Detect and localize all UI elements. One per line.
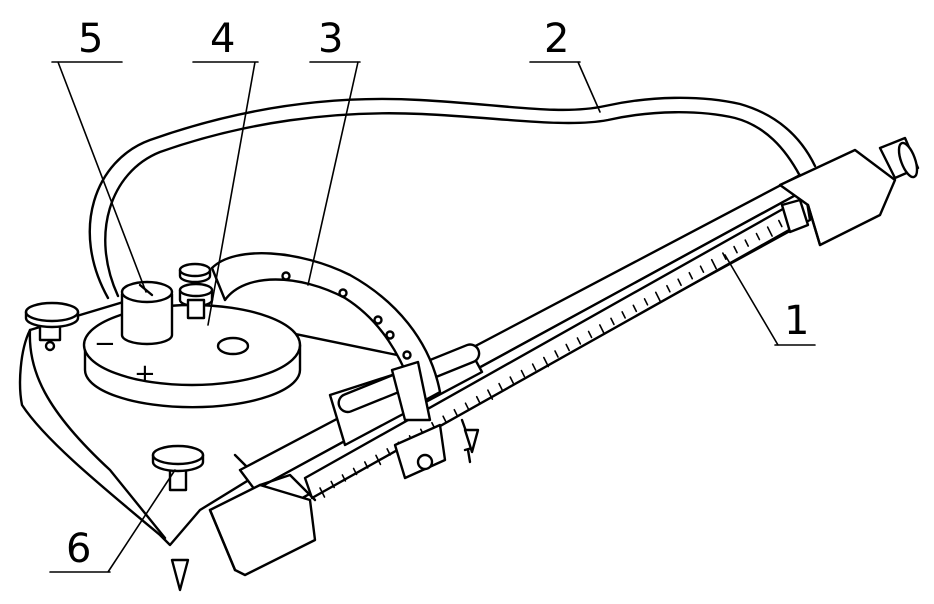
rail-end-blocks bbox=[208, 136, 920, 577]
scale-tick bbox=[744, 239, 750, 247]
scale-tick bbox=[363, 461, 369, 469]
arc-plate bbox=[210, 252, 442, 422]
scale-tick bbox=[498, 382, 503, 391]
minus-sign: − bbox=[94, 329, 116, 359]
scale-tick bbox=[464, 402, 470, 410]
plus-sign: + bbox=[134, 359, 156, 389]
scale-tick bbox=[733, 245, 738, 254]
callout-3: 3 bbox=[318, 16, 343, 62]
scale-tick bbox=[778, 219, 783, 228]
scale-tick bbox=[632, 304, 638, 313]
scale-tick bbox=[386, 448, 391, 456]
scale-tick bbox=[352, 467, 358, 476]
flexible-cable bbox=[88, 96, 817, 300]
callout-2: 2 bbox=[544, 16, 569, 62]
scale-tick bbox=[487, 389, 494, 400]
callout-6: 6 bbox=[66, 526, 91, 572]
scale-disc bbox=[82, 303, 302, 409]
scale-tick bbox=[722, 252, 727, 260]
callout-1: 1 bbox=[784, 298, 809, 344]
scale-tick bbox=[666, 284, 671, 293]
scale-tick bbox=[576, 337, 582, 345]
scale-tick bbox=[565, 343, 570, 352]
adjusting-knobs bbox=[24, 301, 480, 592]
scale-tick bbox=[610, 317, 615, 326]
scale-tick bbox=[543, 356, 550, 368]
scale-tick bbox=[766, 226, 773, 237]
scale-tick bbox=[654, 291, 662, 303]
scale-tick bbox=[442, 415, 447, 424]
scale-tick bbox=[509, 376, 515, 384]
leader-lines bbox=[49, 61, 816, 573]
scale-tick bbox=[699, 265, 705, 273]
scale-tick bbox=[341, 474, 347, 482]
scale-tick bbox=[755, 232, 761, 241]
scale-tick bbox=[643, 298, 649, 306]
scale-tick bbox=[330, 480, 335, 489]
scale-tick bbox=[531, 363, 537, 371]
scale-tick bbox=[475, 395, 481, 404]
scale-tick bbox=[710, 258, 717, 270]
callout-4: 4 bbox=[210, 16, 235, 62]
scale-tick bbox=[319, 487, 326, 498]
scale-tick bbox=[598, 324, 606, 335]
scale-tick bbox=[375, 454, 382, 466]
scale-tick bbox=[554, 350, 559, 358]
terminal-post bbox=[120, 262, 214, 346]
scale-tick bbox=[520, 369, 526, 378]
scale-tick bbox=[677, 278, 682, 287]
scale-tick bbox=[688, 271, 694, 280]
scale-tick bbox=[587, 330, 593, 339]
scale-tick bbox=[621, 311, 626, 319]
callout-5: 5 bbox=[78, 16, 103, 62]
scale-tick bbox=[453, 408, 459, 417]
